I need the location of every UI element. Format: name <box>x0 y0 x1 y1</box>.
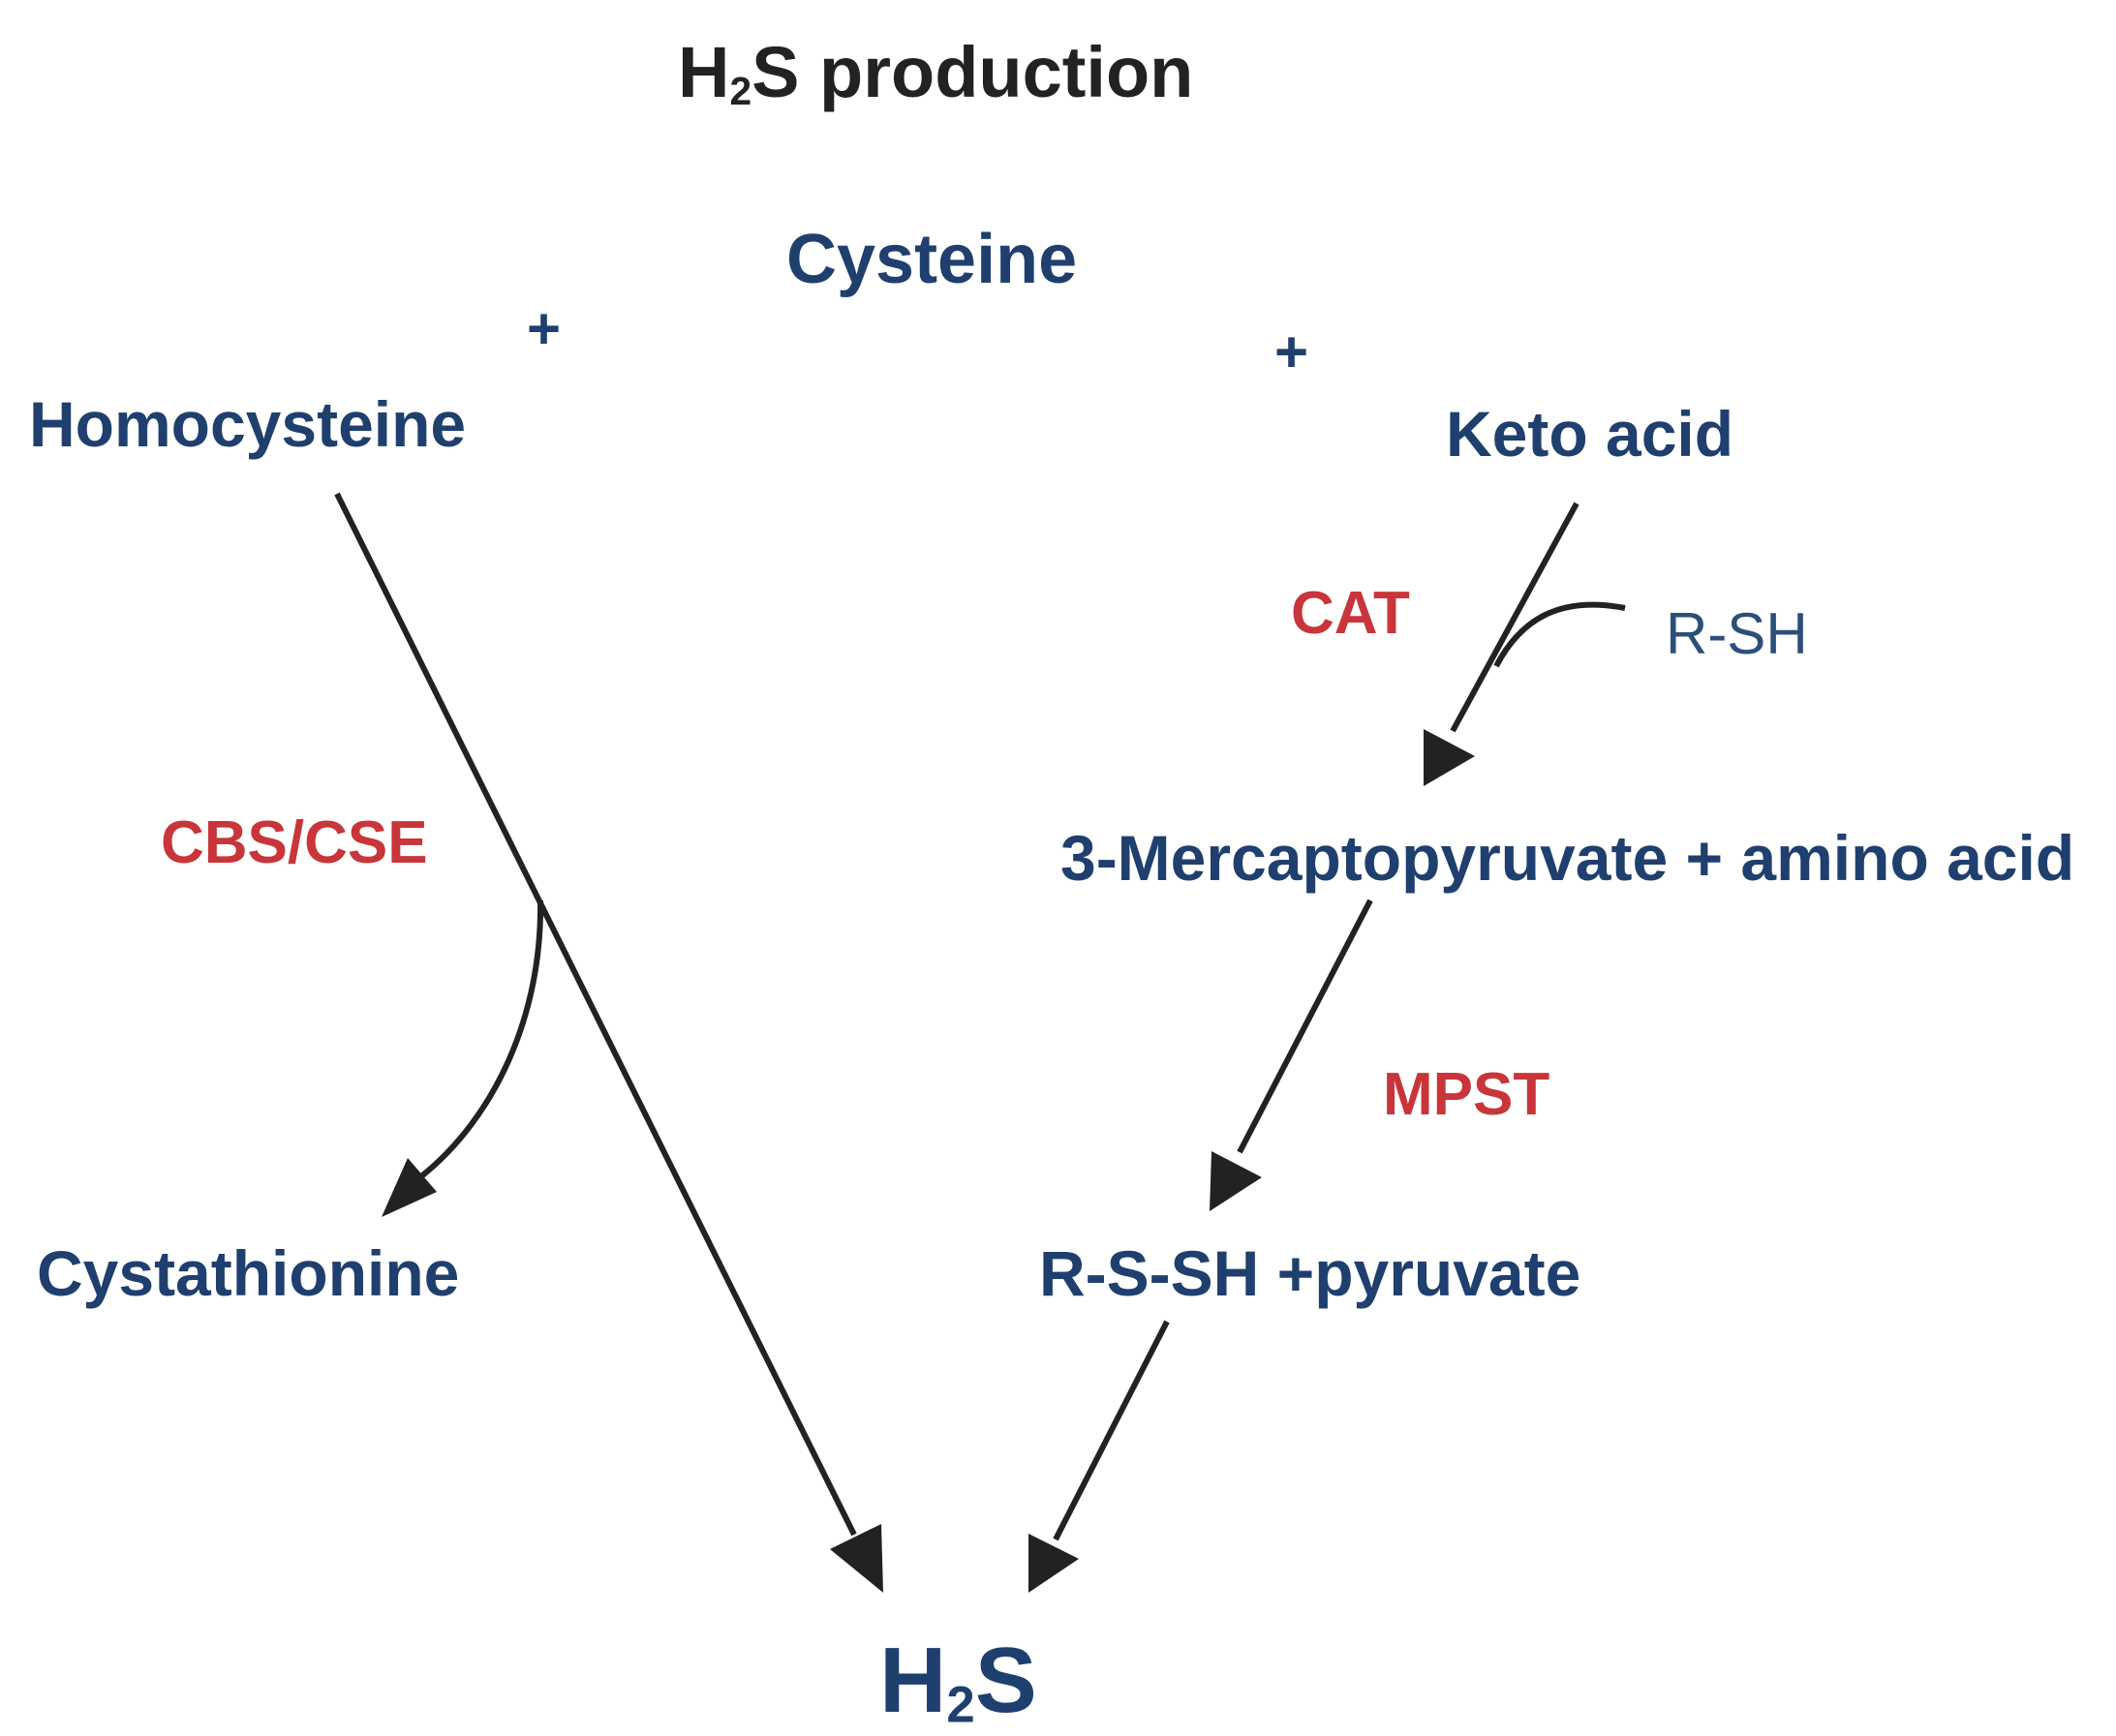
rssh-pyruvate-label: R-S-SH +pyruvate <box>1039 1237 1581 1309</box>
h2s-product-label: H2S <box>879 1634 1037 1731</box>
plus-left: + <box>527 296 562 361</box>
product-h: H <box>879 1629 947 1732</box>
rsh-label: R-SH <box>1666 601 1808 666</box>
cysteine-label: Cysteine <box>786 221 1078 298</box>
keto-acid-label: Keto acid <box>1446 398 1734 470</box>
arrowhead-homocysteine-to-h2s <box>830 1524 883 1593</box>
arrowhead-rssh-to-h2s <box>1028 1534 1079 1593</box>
title-suffix: S production <box>751 32 1194 112</box>
product-suffix: S <box>974 1629 1037 1732</box>
homocysteine-label: Homocysteine <box>29 388 467 460</box>
arrow-branch-to-cystathionine <box>419 899 544 1179</box>
arrowhead-mercaptopyruvate <box>1424 729 1475 786</box>
enzyme-cbs-cse-label: CBS/CSE <box>161 809 428 876</box>
diagram-title: H2S production <box>678 37 1193 111</box>
cystathionine-label: Cystathionine <box>37 1237 460 1309</box>
enzyme-cat-label: CAT <box>1291 580 1410 647</box>
enzyme-mpst-label: MPST <box>1383 1061 1550 1128</box>
arrow-rsh-input <box>1493 601 1626 668</box>
arrowhead-rssh <box>1210 1151 1262 1211</box>
title-h: H <box>678 32 730 112</box>
mercaptopyruvate-label: 3-Mercaptopyruvate + amino acid <box>1060 822 2075 894</box>
arrow-rssh-to-h2s <box>1053 1320 1170 1541</box>
product-subscript: 2 <box>946 1676 975 1734</box>
arrow-homocysteine-to-h2s <box>334 492 857 1537</box>
arrow-mercaptopyruvate-to-rssh <box>1237 898 1373 1154</box>
arrowhead-cystathionine <box>382 1158 437 1217</box>
arrow-keto-acid-to-mercaptopyruvate <box>1450 502 1579 733</box>
plus-right: + <box>1274 320 1309 384</box>
title-subscript: 2 <box>729 69 752 114</box>
